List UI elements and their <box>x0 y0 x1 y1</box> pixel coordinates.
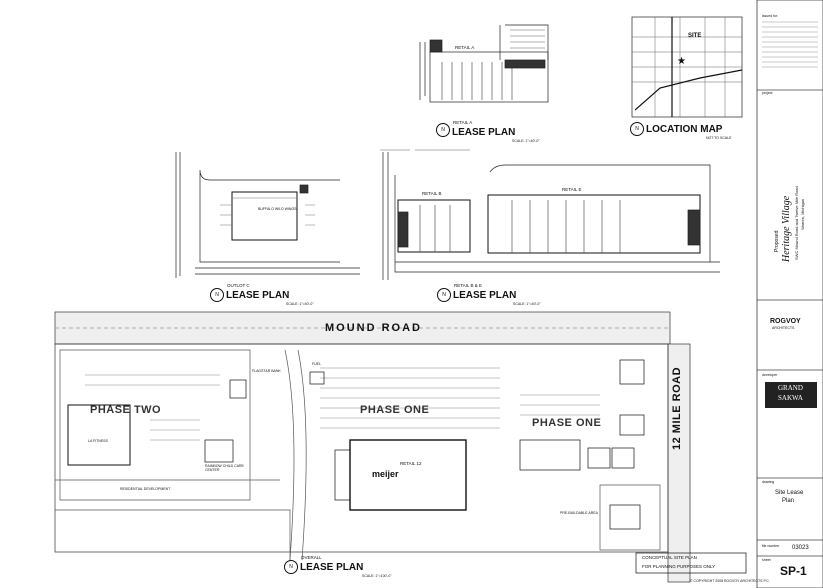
north-arrow-icon: N <box>284 560 298 574</box>
proposed-label: Proposed <box>774 230 780 252</box>
developer-line1: GRAND <box>778 384 803 392</box>
project-address-2: Warren, Michigan <box>800 198 805 230</box>
copyright: © COPYRIGHT 2008 ROGVOY ARCHITECTS P.C. <box>690 579 770 583</box>
pre-buildable-label: PRE-BUILDABLE AREA <box>560 511 598 515</box>
retail-be-scale: SCALE: 1"=40'-0" <box>513 302 541 306</box>
fuel-label: FUEL <box>312 362 321 366</box>
retail-e-label: RETAIL E <box>562 187 582 192</box>
outlot-c-lease-plan-title: LEASE PLAN <box>226 290 290 301</box>
phase-two-label: PHASE TWO <box>90 404 162 416</box>
site-star-icon: ★ <box>677 56 686 67</box>
drawing-title-2: Plan <box>782 498 795 504</box>
developer-label: developer <box>762 373 778 377</box>
retail-a-label: RETAIL A <box>455 45 475 50</box>
outlot-c-tenant: BUFFALO WILD WINGS <box>258 207 297 211</box>
firm-sub: ARCHITECTS <box>772 326 795 330</box>
north-arrow-icon: N <box>436 123 450 137</box>
la-fitness-label: LA FITNESS <box>88 439 108 443</box>
file-number: 03023 <box>792 545 809 551</box>
conceptual-note-line1: CONCEPTUAL SITE PLAN <box>642 555 697 560</box>
issued-for-label: issued for: <box>762 14 779 18</box>
firm-name: ROGVOY <box>770 318 801 325</box>
retail-a-lease-plan-title: LEASE PLAN <box>452 127 516 138</box>
project-name: Heritage Village <box>781 195 792 262</box>
north-arrow-icon: N <box>210 288 224 302</box>
residential-label: RESIDENTIAL DEVELOPMENT <box>120 487 171 491</box>
project-address-1: SWC Mound Road and Twelve Mile Road <box>794 186 799 260</box>
flagstar-label: FLAGSTAR BANK <box>252 369 281 373</box>
project-label: project <box>762 91 773 95</box>
developer-line2: SAKWA <box>778 394 803 402</box>
retail-be-caption: RETAIL B & E <box>454 283 483 288</box>
retail-a-caption: RETAIL A <box>453 120 473 125</box>
site-marker-label: SITE <box>688 33 702 39</box>
location-map-scale: NOT TO SCALE <box>706 136 732 140</box>
overall-scale: SCALE: 1"=100'-0" <box>362 574 392 578</box>
developer-logo <box>765 382 817 408</box>
outlot-c-scale: SCALE: 1"=40'-0" <box>286 302 314 306</box>
rainbow-label: RAINBOW CHILD CARE CENTER <box>205 464 244 472</box>
sheet-number: SP-1 <box>780 564 807 578</box>
retail-b-label: RETAIL B <box>422 191 442 196</box>
drawing-label: drawing <box>762 480 775 484</box>
phase-one-label: PHASE ONE <box>360 404 430 416</box>
drawing-title-1: Site Lease <box>775 490 804 496</box>
retail-a-plan <box>419 24 549 103</box>
mound-road-label: MOUND ROAD <box>325 322 422 334</box>
location-map <box>631 16 743 118</box>
location-map-title: LOCATION MAP <box>646 124 723 135</box>
retail-12-label: RETAIL 12 <box>400 461 422 466</box>
outlot-c-caption: OUTLOT C <box>227 283 250 288</box>
twelve-mile-road-label: 12 MILE ROAD <box>671 366 683 450</box>
meijer-label: meijer <box>372 469 399 479</box>
outlot-c-plan <box>175 152 360 278</box>
sheet-label: sheet <box>762 558 771 562</box>
overall-lease-plan-title: LEASE PLAN <box>300 562 364 573</box>
overall-site <box>54 343 669 561</box>
phase-one-label-east: PHASE ONE <box>532 417 602 429</box>
retail-a-scale: SCALE: 1"=40'-0" <box>512 139 540 143</box>
north-arrow-icon: N <box>630 122 644 136</box>
retail-be-lease-plan-title: LEASE PLAN <box>453 290 517 301</box>
file-number-label: file number <box>762 544 780 548</box>
retail-be-plan <box>380 149 720 280</box>
overall-caption: OVERALL <box>301 555 322 560</box>
north-arrow-icon: N <box>437 288 451 302</box>
conceptual-note-line2: FOR PLANNING PURPOSES ONLY <box>642 564 716 569</box>
